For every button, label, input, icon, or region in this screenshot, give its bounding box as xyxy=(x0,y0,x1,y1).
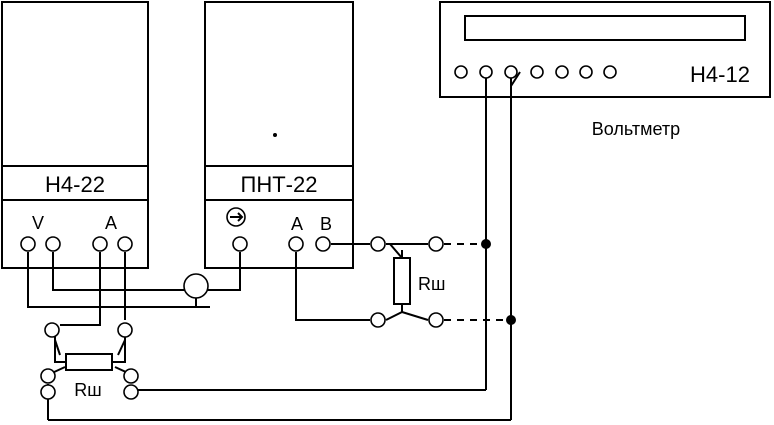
device-h4-12-label: Н4-12 xyxy=(690,62,750,87)
terminal-v-label: V xyxy=(32,213,44,233)
device-pnt-22-label: ПНТ-22 xyxy=(241,172,318,197)
terminal-b-label-pnt: B xyxy=(320,214,332,234)
h4-22-terminals xyxy=(20,236,133,252)
terminal-a-label-h4-22: A xyxy=(105,213,117,233)
junction-node-upper xyxy=(481,239,491,249)
device-h4-22: Н4-22 V A xyxy=(1,1,149,269)
lower-shunt: Rш xyxy=(40,322,139,400)
terminal-a-label-pnt: A xyxy=(291,214,303,234)
ring-transformer-icon xyxy=(180,273,210,308)
device-h4-22-label: Н4-22 xyxy=(45,172,105,197)
voltmeter-terminals xyxy=(454,65,617,79)
wiring xyxy=(27,71,521,421)
lower-shunt-label: Rш xyxy=(74,380,101,400)
current-source-icon xyxy=(226,207,246,227)
upper-shunt: Rш xyxy=(370,236,445,328)
upper-shunt-label: Rш xyxy=(418,274,445,294)
device-pnt-22: ПНТ-22 A B xyxy=(204,1,354,269)
voltmeter-caption: Вольтметр xyxy=(592,119,680,139)
pnt-22-terminals xyxy=(232,236,331,252)
junction-node-lower xyxy=(506,315,516,325)
device-h4-12: Н4-12 xyxy=(439,1,771,98)
